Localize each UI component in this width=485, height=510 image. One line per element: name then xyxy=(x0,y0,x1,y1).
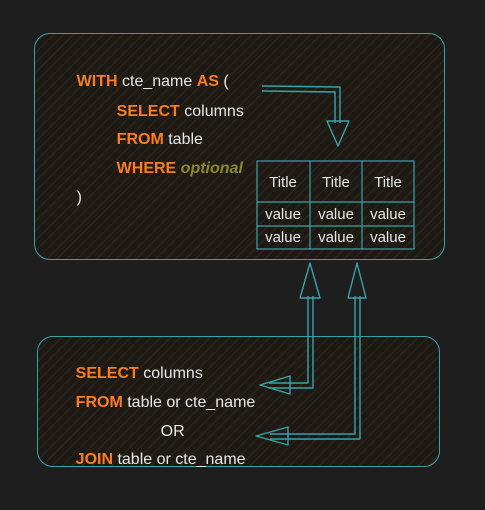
arrow-join-clause-to-table xyxy=(255,262,367,446)
cte-code-block: WITH cte_name AS ( SELECT columns FROM t… xyxy=(50,52,280,206)
optional-text: optional xyxy=(176,160,243,177)
main-query-box xyxy=(37,336,440,467)
cte-name-text: cte_name xyxy=(117,73,197,90)
cte-line-with: WITH cte_name AS ( xyxy=(50,52,229,112)
table-outline xyxy=(256,160,415,250)
query-line-or: OR xyxy=(134,402,185,462)
query-select-keyword: SELECT xyxy=(75,365,139,382)
close-paren: ) xyxy=(76,189,82,206)
from-table-text: table xyxy=(163,131,203,148)
cte-line-where: WHERE optional xyxy=(90,139,243,199)
table-cell: value xyxy=(265,229,301,246)
table-header-cell: Title xyxy=(374,174,402,191)
table-cell: value xyxy=(370,229,406,246)
table-cell: value xyxy=(370,206,406,223)
table-header-cell: Title xyxy=(269,174,297,191)
from-keyword: FROM xyxy=(116,131,164,148)
cte-definition-box xyxy=(34,33,445,260)
table-header-cell: Title xyxy=(322,174,350,191)
table-cell: value xyxy=(265,206,301,223)
query-from-text: table or cte_name xyxy=(122,394,256,411)
query-code-block: SELECT columns FROM table or cte_name OR… xyxy=(49,344,269,468)
result-table xyxy=(256,160,415,250)
arrow-from-clause-to-table xyxy=(259,262,321,395)
query-line-from: FROM table or cte_name xyxy=(49,373,256,433)
cte-line-select: SELECT columns xyxy=(90,82,244,142)
open-paren: ( xyxy=(218,73,229,90)
cte-line-from: FROM table xyxy=(90,110,203,170)
query-join-text: table or cte_name xyxy=(113,451,246,468)
table-cell: value xyxy=(318,229,354,246)
query-line-select: SELECT columns xyxy=(49,344,203,404)
table-cell: value xyxy=(318,206,354,223)
or-text: OR xyxy=(160,423,185,440)
query-from-keyword: FROM xyxy=(75,394,123,411)
query-select-text: columns xyxy=(138,365,203,382)
arrow-to-result-table xyxy=(261,85,350,147)
where-keyword: WHERE xyxy=(116,160,177,177)
table-text: Title Title Title value value value valu… xyxy=(265,174,406,246)
with-keyword: WITH xyxy=(76,73,118,90)
join-keyword: JOIN xyxy=(75,451,114,468)
cte-line-close: ) xyxy=(50,168,82,228)
as-keyword: AS xyxy=(196,73,219,90)
select-keyword: SELECT xyxy=(116,103,180,120)
query-line-join: JOIN table or cte_name xyxy=(49,430,246,490)
select-columns-text: columns xyxy=(179,103,244,120)
